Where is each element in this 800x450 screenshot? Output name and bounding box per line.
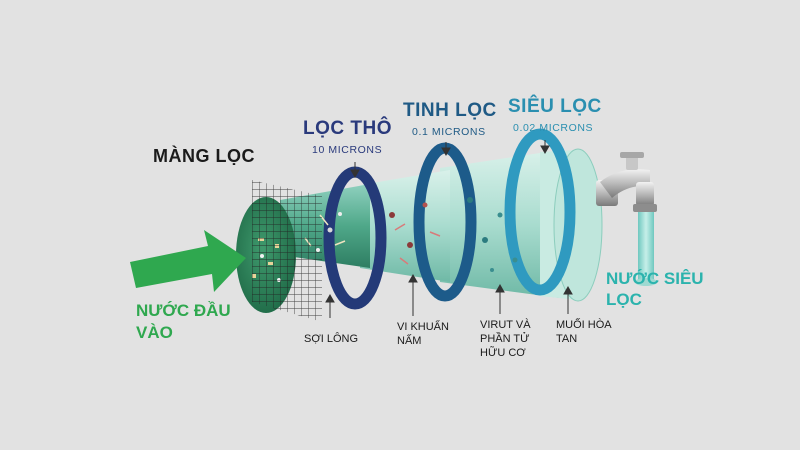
filter-ring-ultra bbox=[504, 128, 576, 296]
stage-fine-subtitle: 0.1 MICRONS bbox=[412, 126, 486, 138]
stage-ultra-subtitle: 0.02 MICRONS bbox=[513, 122, 594, 134]
part-fibers-label: SỢI LÔNG bbox=[304, 333, 359, 345]
stage-coarse-subtitle: 10 MICRONS bbox=[312, 144, 383, 156]
part-bacteria-label: VI KHUẨN NẤM bbox=[397, 321, 449, 347]
tap-icon bbox=[596, 152, 657, 212]
membrane-mesh bbox=[252, 180, 322, 322]
water-stream bbox=[638, 212, 654, 282]
part-virus-label: VIRUT VÀ PHẦN TỬ HỮU CƠ bbox=[480, 319, 531, 359]
indicator-lines bbox=[325, 140, 573, 318]
stage-fine-title: TINH LỌC bbox=[403, 100, 497, 121]
output-water-label: NƯỚC SIÊU LỌC bbox=[606, 269, 704, 309]
part-salt-label: MUỐI HÒA TAN bbox=[556, 319, 612, 345]
input-water-label: NƯỚC ĐẦU VÀO bbox=[136, 301, 231, 342]
input-arrow bbox=[130, 230, 246, 292]
membrane-label: MÀNG LỌC bbox=[153, 146, 255, 166]
stage-ultra-title: SIÊU LỌC bbox=[508, 96, 602, 117]
stage-coarse-title: LỌC THÔ bbox=[303, 118, 392, 139]
